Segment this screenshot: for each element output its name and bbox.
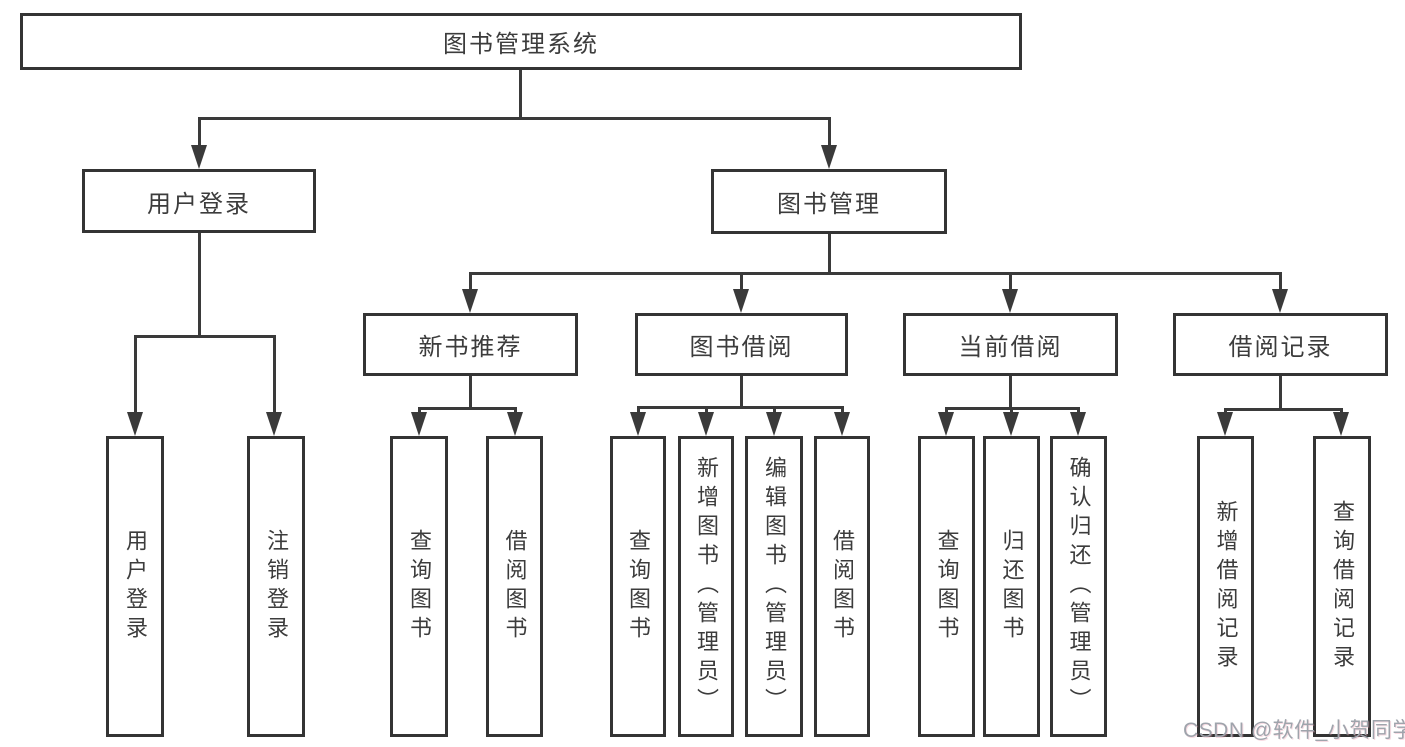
connector-line: [273, 335, 276, 412]
arrowhead-icon: [834, 412, 850, 436]
leaf-borrow-books-recommend: 借阅图书: [486, 436, 543, 737]
connector-line: [1224, 408, 1343, 411]
connector-line: [740, 376, 743, 407]
leaf-label: 新增图书（管理员）: [694, 456, 719, 717]
connector-line: [469, 376, 472, 407]
connector-line: [1340, 408, 1343, 414]
leaf-label: 新增借阅记录: [1213, 499, 1239, 674]
leaf-query-books-current: 查询图书: [918, 436, 975, 737]
leaf-label: 注销登录: [264, 528, 289, 645]
connector-line: [1279, 272, 1282, 289]
leaf-add-borrow-record: 新增借阅记录: [1197, 436, 1254, 737]
connector-line: [134, 335, 137, 412]
arrowhead-icon: [1333, 412, 1349, 436]
arrowhead-icon: [1217, 412, 1233, 436]
leaf-label: 查询图书: [407, 528, 432, 645]
connector-line: [828, 117, 831, 145]
leaf-confirm-return-admin: 确认归还（管理员）: [1050, 436, 1107, 737]
leaf-label: 借阅图书: [830, 528, 855, 645]
leaf-edit-books-admin: 编辑图书（管理员）: [745, 436, 803, 737]
connector-line: [134, 335, 275, 338]
arrowhead-icon: [630, 412, 646, 436]
connector-line: [1009, 376, 1012, 407]
connector-line: [469, 272, 472, 289]
connector-line: [1224, 408, 1227, 414]
arrowhead-icon: [821, 145, 837, 169]
connector-line: [828, 234, 831, 272]
arrowhead-icon: [698, 412, 714, 436]
connector-line: [637, 406, 843, 409]
leaf-borrow-books: 借阅图书: [814, 436, 870, 737]
connector-line: [1077, 407, 1080, 414]
leaf-query-books-recommend: 查询图书: [390, 436, 448, 737]
leaf-label: 查询借阅记录: [1330, 499, 1355, 674]
connector-line: [945, 407, 948, 414]
arrowhead-icon: [127, 412, 143, 436]
node-book-borrowing: 图书借阅: [635, 313, 848, 376]
leaf-label: 编辑图书（管理员）: [762, 456, 787, 717]
connector-line: [514, 407, 517, 414]
arrowhead-icon: [1003, 412, 1019, 436]
node-label: 用户登录: [147, 190, 251, 218]
connector-line: [418, 407, 421, 414]
node-borrowing-records: 借阅记录: [1173, 313, 1388, 376]
leaf-user-login: 用户登录: [106, 436, 164, 737]
connector-line: [469, 272, 1281, 275]
leaf-label: 查询图书: [626, 528, 651, 645]
leaf-label: 查询图书: [934, 528, 960, 645]
node-label: 新书推荐: [418, 334, 523, 361]
connector-line: [519, 70, 522, 117]
node-current-borrowing: 当前借阅: [903, 313, 1118, 376]
node-label: 图书管理系统: [443, 31, 599, 58]
connector-line: [841, 406, 844, 414]
leaf-label: 用户登录: [123, 528, 148, 645]
connector-line: [198, 117, 201, 145]
node-book-management: 图书管理: [711, 169, 947, 234]
csdn-watermark: CSDN @软件_小贺同学: [1183, 719, 1405, 742]
leaf-label: 借阅图书: [502, 528, 528, 645]
connector-line: [198, 233, 201, 335]
arrowhead-icon: [411, 412, 427, 436]
leaf-logout: 注销登录: [247, 436, 305, 737]
node-label: 图书管理: [777, 191, 881, 218]
node-user-login: 用户登录: [82, 169, 316, 233]
leaf-return-books: 归还图书: [983, 436, 1040, 737]
node-library-management-system: 图书管理系统: [20, 13, 1022, 70]
connector-line: [773, 406, 776, 414]
arrowhead-icon: [266, 412, 282, 436]
connector-line: [740, 272, 743, 289]
arrowhead-icon: [507, 412, 523, 436]
leaf-query-borrow-record: 查询借阅记录: [1313, 436, 1371, 737]
leaf-query-books-borrow: 查询图书: [610, 436, 666, 737]
leaf-add-books-admin: 新增图书（管理员）: [678, 436, 734, 737]
arrowhead-icon: [191, 145, 207, 169]
arrowhead-icon: [462, 289, 478, 313]
node-label: 当前借阅: [958, 334, 1063, 361]
connector-line: [1009, 272, 1012, 289]
arrowhead-icon: [1272, 289, 1288, 313]
arrowhead-icon: [733, 289, 749, 313]
connector-line: [1279, 376, 1282, 408]
arrowhead-icon: [938, 412, 954, 436]
arrowhead-icon: [766, 412, 782, 436]
arrowhead-icon: [1002, 289, 1018, 313]
node-new-book-recommend: 新书推荐: [363, 313, 578, 376]
node-label: 图书借阅: [689, 334, 794, 361]
connector-line: [418, 407, 517, 410]
leaf-label: 确认归还（管理员）: [1066, 456, 1092, 717]
connector-line: [637, 406, 640, 414]
leaf-label: 归还图书: [999, 528, 1025, 645]
connector-line: [199, 117, 830, 120]
node-label: 借阅记录: [1228, 334, 1333, 361]
arrowhead-icon: [1070, 412, 1086, 436]
connector-line: [705, 406, 708, 414]
connector-line: [1010, 407, 1013, 414]
